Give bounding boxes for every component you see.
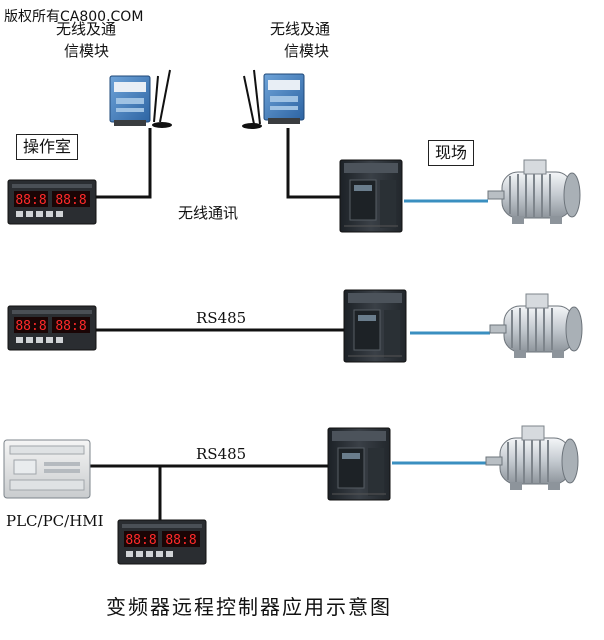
plc-label: PLC/PC/HMI bbox=[6, 512, 104, 530]
module-right-label-line1: 无线及通 bbox=[270, 20, 331, 38]
diagram-caption: 变频器远程控制器应用示意图 bbox=[106, 595, 392, 619]
wire-wireless-right bbox=[286, 128, 340, 199]
site-label: 现场 bbox=[428, 140, 475, 166]
controller-row3 bbox=[117, 519, 207, 565]
plc-unit bbox=[3, 439, 91, 499]
controller-row2 bbox=[7, 305, 97, 351]
controller-row1 bbox=[7, 179, 97, 225]
control-room-label: 操作室 bbox=[16, 134, 79, 160]
inverter-row1 bbox=[339, 159, 403, 233]
watermark-text: 版权所有CA800.COM bbox=[4, 9, 144, 25]
inverter-row2 bbox=[343, 289, 407, 363]
inverter-row3 bbox=[327, 427, 391, 501]
rs485-label-row2: RS485 bbox=[196, 309, 247, 327]
motor-row3 bbox=[485, 425, 579, 491]
motor-row1 bbox=[487, 159, 581, 225]
wireless-module-left bbox=[109, 69, 172, 128]
module-left-label-line2: 信模块 bbox=[64, 42, 110, 60]
wireless-module-right bbox=[242, 69, 305, 129]
rs485-label-row3: RS485 bbox=[196, 445, 247, 463]
module-right-label-line2: 信模块 bbox=[284, 42, 330, 60]
wireless-comm-label: 无线通讯 bbox=[178, 204, 239, 222]
module-left-label-line1: 无线及通 bbox=[56, 20, 117, 38]
wire-group bbox=[90, 128, 490, 520]
motor-row2 bbox=[489, 293, 583, 359]
wire-wireless-left bbox=[96, 128, 152, 199]
